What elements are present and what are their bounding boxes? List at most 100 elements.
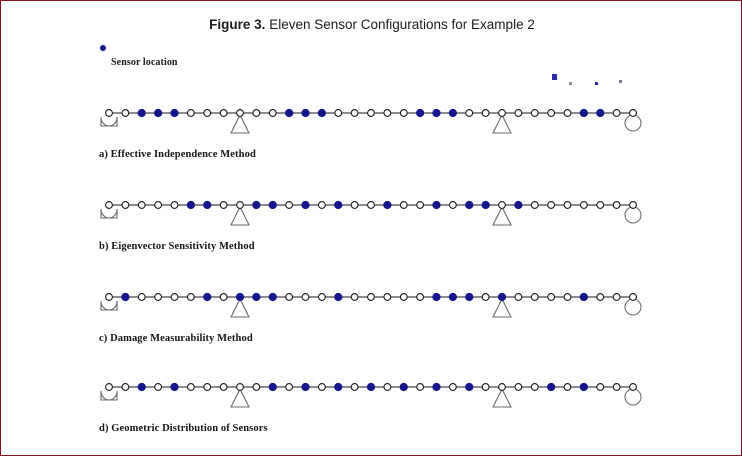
sensor-node xyxy=(448,292,458,302)
roller-support-right xyxy=(624,298,642,316)
sensor-node xyxy=(596,108,605,118)
sensor-node xyxy=(268,382,277,392)
beam-node xyxy=(350,293,359,301)
beam-node xyxy=(137,293,146,301)
beam-node xyxy=(350,201,359,209)
sensor-node xyxy=(366,382,376,392)
sensor-node xyxy=(121,292,130,302)
beam-node xyxy=(416,293,425,301)
beam-node xyxy=(203,109,212,117)
beam-node xyxy=(285,383,294,391)
beam-node xyxy=(170,293,179,301)
roller-support-right xyxy=(624,388,642,406)
beam-node xyxy=(170,201,179,209)
beam-node xyxy=(530,383,539,391)
beam-node xyxy=(563,201,572,209)
beam-svg xyxy=(100,108,642,134)
beam-node xyxy=(367,201,375,209)
beam-node xyxy=(399,109,408,117)
beam-node xyxy=(105,293,113,301)
beam-node xyxy=(498,383,506,391)
beam-node xyxy=(563,293,572,301)
beam-node xyxy=(317,293,326,301)
sensor-node xyxy=(465,382,474,392)
beam-node xyxy=(399,201,408,209)
beam-node xyxy=(481,383,490,391)
pin-support-left xyxy=(100,300,118,311)
beam-node xyxy=(186,109,195,117)
beam-diagram-d xyxy=(1,373,741,415)
sensor-node xyxy=(383,200,392,210)
sensor-node xyxy=(301,200,310,210)
figure-title-text: Eleven Sensor Configurations for Example… xyxy=(269,17,535,32)
pin-support-left xyxy=(100,208,118,219)
beam-node xyxy=(105,109,113,117)
beam-node xyxy=(154,383,163,391)
sensor-node xyxy=(203,292,212,302)
speckle-artifact xyxy=(595,82,598,85)
triangle-support xyxy=(230,297,250,318)
speckle-artifact xyxy=(552,74,557,80)
beam-node xyxy=(137,201,146,209)
sensor-node xyxy=(579,292,589,302)
sensor-node xyxy=(268,200,277,210)
sensor-node xyxy=(334,292,343,302)
triangle-support xyxy=(230,205,250,226)
sensor-node xyxy=(432,292,441,302)
beam-caption-a: a) Effective Independence Method xyxy=(99,149,256,160)
beam-node xyxy=(121,383,130,391)
sensor-node xyxy=(432,200,441,210)
beam-node xyxy=(219,109,228,117)
sensor-node xyxy=(546,382,556,392)
beam-node xyxy=(481,109,490,117)
beam-node xyxy=(514,293,523,301)
sensor-node xyxy=(252,200,261,210)
figure-title: Figure 3. Eleven Sensor Configurations f… xyxy=(1,17,741,32)
beam-node xyxy=(383,383,392,391)
sensor-node xyxy=(301,382,310,392)
sensor-node xyxy=(399,382,408,392)
beam-node xyxy=(612,109,621,117)
beam-node xyxy=(629,109,637,117)
pin-support-left xyxy=(100,116,118,127)
beam-caption-b: b) Eigenvector Sensitivity Method xyxy=(99,241,255,252)
sensor-node xyxy=(497,292,507,302)
beam-node xyxy=(416,383,425,391)
beam-block-d: d) Geometric Distribution of Sensors xyxy=(1,373,741,434)
beam-node xyxy=(563,383,572,391)
sensor-node xyxy=(415,108,425,118)
beam-node xyxy=(105,383,113,391)
triangle-support xyxy=(492,113,512,134)
beam-node xyxy=(514,109,523,117)
triangle-support xyxy=(492,297,512,318)
beam-node xyxy=(498,201,506,209)
sensor-node xyxy=(186,200,196,210)
legend-label: Sensor location xyxy=(111,57,178,68)
sensor-node xyxy=(301,108,310,118)
sensor-node xyxy=(579,108,589,118)
beam-node xyxy=(186,293,195,301)
triangle-support xyxy=(230,113,250,134)
beam-svg xyxy=(100,200,642,226)
beam-node xyxy=(285,293,294,301)
beam-node xyxy=(596,293,605,301)
beam-caption-c: c) Damage Measurability Method xyxy=(99,333,253,344)
beam-node xyxy=(268,109,277,117)
sensor-node xyxy=(170,382,179,392)
beam-node xyxy=(530,293,539,301)
beam-node xyxy=(236,109,244,117)
beam-node xyxy=(252,383,261,391)
beam-node xyxy=(203,383,212,391)
beam-node xyxy=(514,383,523,391)
beam-node xyxy=(498,109,506,117)
beam-svg xyxy=(100,292,642,318)
beam-svg xyxy=(100,382,642,408)
sensor-node xyxy=(465,200,474,210)
beam-node xyxy=(121,201,130,209)
beam-node xyxy=(481,293,490,301)
beam-diagram-a xyxy=(1,99,741,141)
beam-node xyxy=(563,109,572,117)
figure-label: Figure 3. xyxy=(209,17,266,32)
beam-node xyxy=(285,201,294,209)
